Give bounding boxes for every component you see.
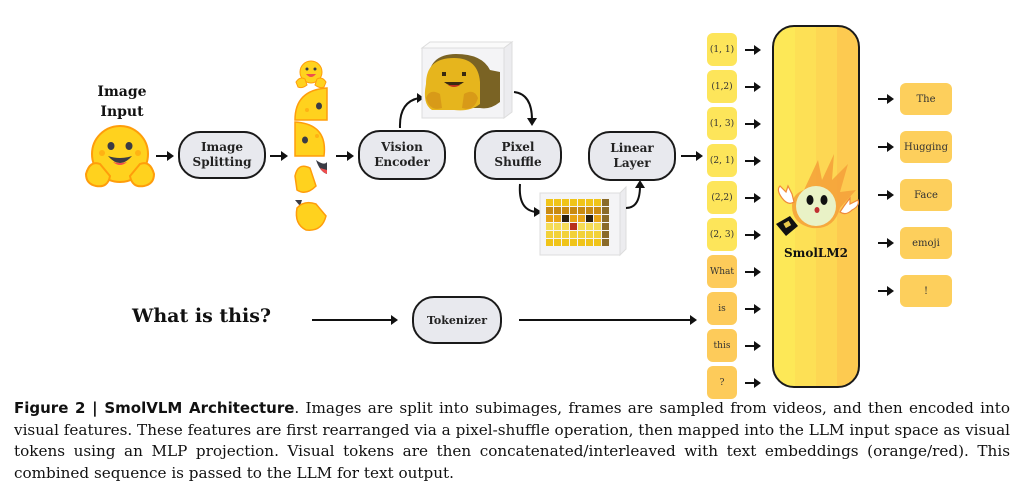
output-token: Hugging xyxy=(900,131,952,163)
feature-cube-image xyxy=(420,41,514,119)
input-token-visual: (2, 3) xyxy=(707,218,737,251)
arrow-token-to-llm xyxy=(745,193,761,203)
input-token-visual: (1, 3) xyxy=(707,107,737,140)
arrow-tokenizer-to-tokens xyxy=(519,315,697,325)
arrow-token-to-llm xyxy=(745,378,761,388)
input-token-visual: (1,2) xyxy=(707,70,737,103)
text-input-question: What is this? xyxy=(132,305,272,327)
arrow-token-to-llm xyxy=(745,304,761,314)
output-token: ! xyxy=(900,275,952,307)
arrow-shuffle-to-cube xyxy=(518,183,542,217)
split-image-tiles xyxy=(294,60,328,231)
input-token-visual: (2,2) xyxy=(707,181,737,214)
arrow-token-to-llm xyxy=(745,341,761,351)
tile-thumbnail xyxy=(295,60,327,89)
arrow-cube-to-linear xyxy=(625,180,645,209)
llm-name-label: SmolLM2 xyxy=(784,246,848,260)
arrow-token-to-llm xyxy=(745,230,761,240)
tile-1-1 xyxy=(294,87,328,121)
arrow-token-to-llm xyxy=(745,156,761,166)
tile-2-1 xyxy=(294,158,327,194)
smollm-mascot-icon xyxy=(776,154,859,236)
output-token: Face xyxy=(900,179,952,211)
input-token-visual: (1, 1) xyxy=(707,33,737,66)
arrow-splitting-to-tiles xyxy=(270,151,288,161)
input-token-text: this xyxy=(707,329,737,362)
output-token: emoji xyxy=(900,227,952,259)
shuffled-feature-cube-image xyxy=(539,185,627,257)
input-token-text: ? xyxy=(707,366,737,399)
tile-2-2 xyxy=(295,200,327,231)
figure-label: Figure 2 | SmolVLM Architecture xyxy=(14,399,295,417)
caption-text: . Images are split into subimages, frame… xyxy=(14,399,1010,482)
arrow-llm-to-output xyxy=(878,94,894,104)
arrow-llm-to-output xyxy=(878,238,894,248)
tile-1-2 xyxy=(294,121,326,157)
arrow-features-to-shuffle xyxy=(513,91,537,126)
arrow-llm-to-output xyxy=(878,286,894,296)
arrow-token-to-llm xyxy=(745,82,761,92)
arrow-llm-to-output xyxy=(878,190,894,200)
figure-caption: Figure 2 | SmolVLM Architecture. Images … xyxy=(14,398,1010,484)
arrow-linear-to-tokens xyxy=(681,151,703,161)
input-token-visual: (2, 1) xyxy=(707,144,737,177)
input-token-text: is xyxy=(707,292,737,325)
arrow-llm-to-output xyxy=(878,142,894,152)
arrow-encoder-to-features xyxy=(398,93,424,129)
hugging-face-emoji-icon xyxy=(84,125,156,188)
input-token-text: What xyxy=(707,255,737,288)
image-input-label: Image Input xyxy=(97,84,147,120)
arrow-token-to-llm xyxy=(745,267,761,277)
arrow-tiles-to-encoder xyxy=(336,151,354,161)
arrow-input-to-splitting xyxy=(156,151,174,161)
output-token: The xyxy=(900,83,952,115)
arrow-token-to-llm xyxy=(745,45,761,55)
arrow-text-to-tokenizer xyxy=(312,315,398,325)
tokenizer-node: Tokenizer xyxy=(412,296,502,344)
arrow-token-to-llm xyxy=(745,119,761,129)
